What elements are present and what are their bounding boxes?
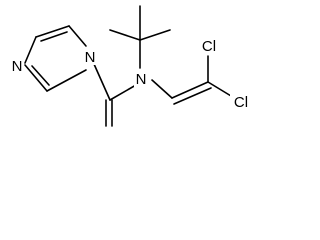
- atom-label-imidazole-n-left: N: [12, 58, 23, 75]
- atom-label-cl-top: Cl: [202, 38, 216, 55]
- molecule-drawing: N N N Cl Cl: [10, 5, 252, 145]
- atom-label-cl-right: Cl: [234, 94, 248, 111]
- atom-carbonyl-o: [102, 127, 116, 145]
- bond-ring-c2-n1: [46, 69, 87, 92]
- atom-label-imidazole-n-top: N: [85, 49, 96, 66]
- bond-tbutyl-methyl-right: [139, 29, 171, 41]
- bond-ring-n3-c2-inner: [31, 65, 50, 86]
- bond-ring-c5-c4: [35, 25, 70, 38]
- atom-amide-n: N: [134, 69, 148, 88]
- atom-label-amide-n: N: [136, 71, 147, 88]
- bond-vinyl-cc-second: [173, 87, 212, 105]
- bond-ring-n3-c2: [24, 64, 48, 92]
- bond-amide-n-vinyl: [151, 79, 173, 99]
- bond-n1-carbonyl: [93, 63, 111, 101]
- bond-ring-n1-c5: [68, 25, 87, 47]
- bond-tbutyl-methyl-left: [109, 29, 141, 41]
- atom-imidazole-n-top: N: [83, 47, 97, 66]
- bond-carbonyl-amide-n: [109, 84, 137, 101]
- bond-vinyl-cc: [171, 81, 209, 99]
- atom-cl-right: Cl: [230, 92, 252, 111]
- bond-ring-c5-c4-inner: [40, 31, 68, 42]
- structure-diagram: N N N Cl Cl: [0, 0, 254, 151]
- atom-imidazole-n-left: N: [10, 56, 24, 75]
- bond-ring-c4-n3: [24, 36, 37, 64]
- atom-cl-top: Cl: [198, 36, 220, 55]
